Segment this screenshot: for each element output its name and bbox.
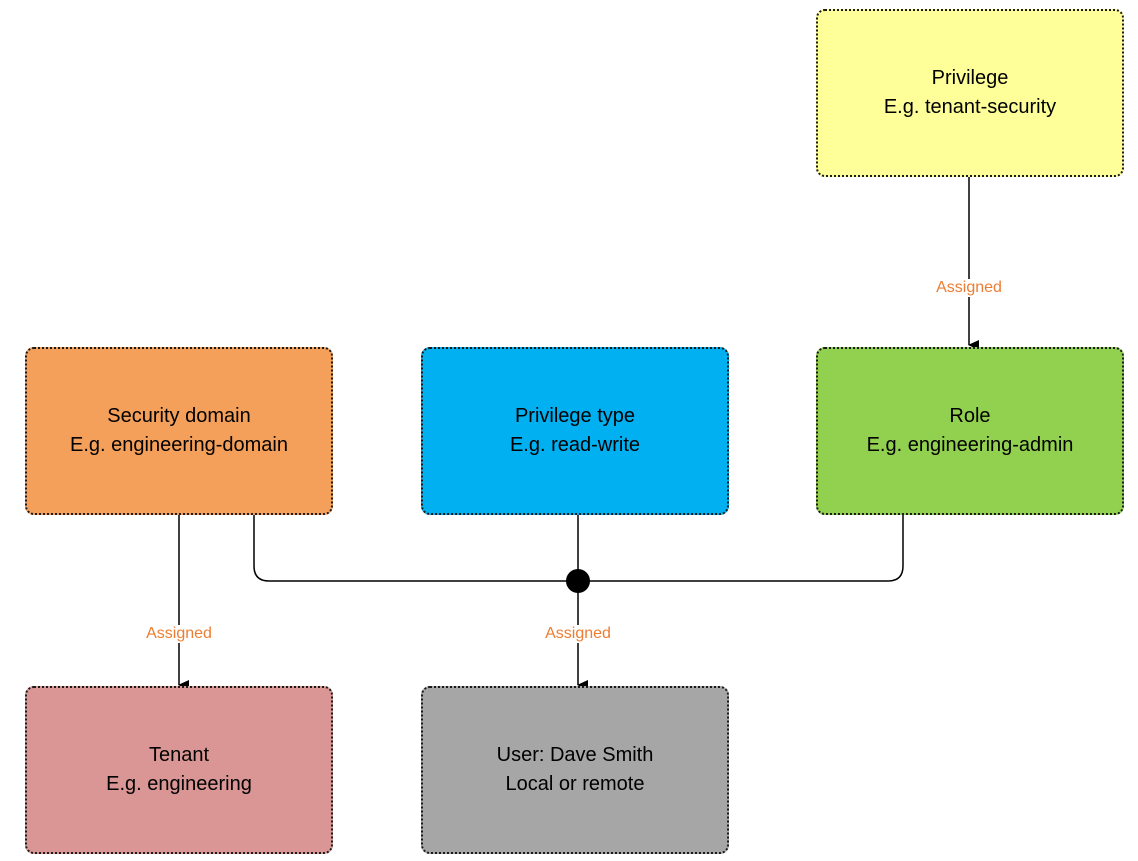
node-tenant: Tenant E.g. engineering [25,686,333,854]
node-privilege-example: E.g. tenant-security [883,96,1057,118]
node-user: User: Dave Smith Local or remote [421,686,729,854]
node-tenant-title: Tenant [148,744,210,766]
node-user-title: User: Dave Smith [496,744,654,766]
edge-label-domain-tenant: Assigned [144,625,214,643]
node-security-domain: Security domain E.g. engineering-domain [25,347,333,515]
node-privilege-type-title: Privilege type [514,405,636,427]
edge-label-privilege-role: Assigned [934,279,1004,297]
node-privilege-title: Privilege [931,67,1009,89]
node-user-subtitle: Local or remote [505,773,645,795]
edge-label-junction-user: Assigned [543,625,613,643]
node-privilege: Privilege E.g. tenant-security [816,9,1124,177]
node-privilege-type: Privilege type E.g. read-write [421,347,729,515]
edge-domain-junction [253,515,578,582]
node-role-title: Role [949,405,991,427]
node-security-domain-example: E.g. engineering-domain [70,434,288,456]
node-privilege-type-example: E.g. read-write [509,434,641,456]
node-role: Role E.g. engineering-admin [816,347,1124,515]
node-role-example: E.g. engineering-admin [866,434,1074,456]
edge-role-junction [578,515,904,582]
junction-dot [566,569,590,593]
node-tenant-example: E.g. engineering [106,773,252,795]
node-security-domain-title: Security domain [107,405,251,427]
